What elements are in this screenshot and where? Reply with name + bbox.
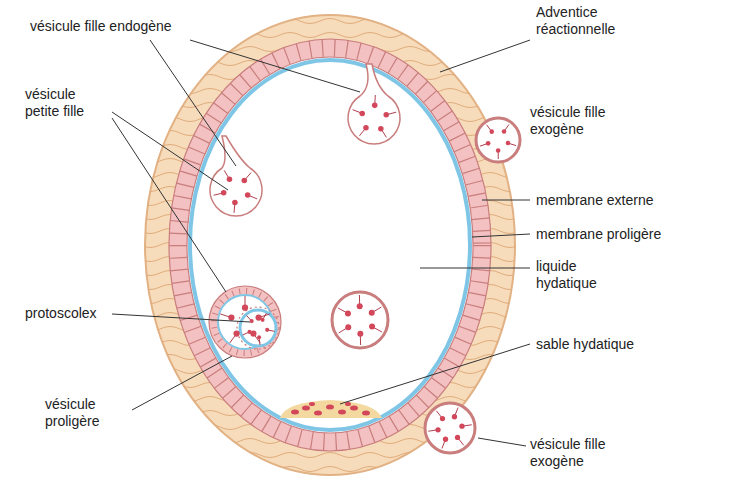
protoscolices <box>214 95 517 448</box>
part-label: membrane externe <box>536 192 696 209</box>
proligerous-membrane <box>190 60 470 430</box>
membrane-cells <box>178 48 482 442</box>
part-label: Adventice réactionnelle <box>536 4 646 38</box>
adventice-layer <box>145 15 515 475</box>
hydatid-sand <box>280 400 382 418</box>
part-label: vésicule fille exogène <box>530 104 640 138</box>
leader-lines <box>112 40 530 446</box>
part-label: vésicule fille endogène <box>30 18 230 35</box>
proligerous-vesicle-edge <box>237 307 279 349</box>
sand-grains <box>291 402 370 416</box>
part-label: vésicule proligère <box>45 396 130 430</box>
part-label: sable hydatique <box>536 336 686 353</box>
exogenous-vesicle <box>425 403 475 453</box>
endogenous-vesicle <box>210 136 262 216</box>
adventice-texture <box>145 15 515 475</box>
proligerous-vesicle <box>240 310 276 346</box>
part-label: membrane proligère <box>536 226 696 243</box>
part-label: protoscolex <box>25 305 115 322</box>
part-label: vésicule fille exogène <box>530 436 640 470</box>
outer-membrane <box>169 39 491 451</box>
part-label: vésicule petite fille <box>25 86 110 120</box>
exogenous-vesicle <box>476 118 520 162</box>
endogenous-vesicle <box>348 64 400 144</box>
part-label: liquide hydatique <box>536 258 626 292</box>
daughter-vesicle <box>332 292 388 348</box>
membrane-inner-edge <box>187 57 473 433</box>
